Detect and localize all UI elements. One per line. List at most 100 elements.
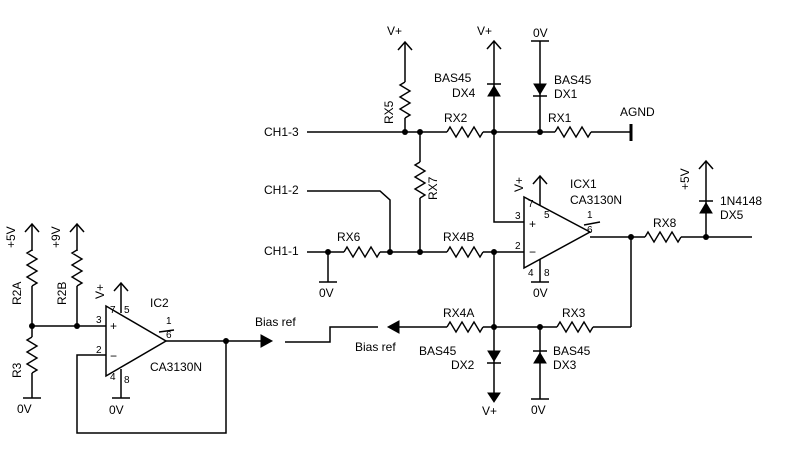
rx1-resistor — [554, 126, 592, 138]
vplus-label: V+ — [477, 24, 492, 38]
dx2-label: DX2 — [451, 358, 475, 372]
r3-label: R3 — [10, 362, 24, 378]
dx1-part-label: BAS45 — [554, 73, 592, 87]
junction — [29, 323, 35, 329]
svg-text:6: 6 — [587, 225, 593, 236]
ch1-3-label: CH1-3 — [264, 125, 299, 139]
svg-text:4: 4 — [528, 268, 534, 279]
r3-resistor — [26, 336, 38, 374]
svg-text:2: 2 — [515, 241, 521, 252]
rx6-label: RX6 — [337, 230, 361, 244]
junction — [74, 323, 80, 329]
rx7-label: RX7 — [426, 176, 440, 200]
supply-plus5v-dx5: +5V — [678, 160, 714, 237]
dx5-label: DX5 — [720, 208, 744, 222]
svg-text:7: 7 — [110, 305, 116, 316]
rx4b-label: RX4B — [443, 230, 474, 244]
svg-text:5: 5 — [124, 305, 130, 316]
rx5-label: RX5 — [382, 100, 396, 124]
rx3-label: RX3 — [562, 306, 586, 320]
svg-text:7: 7 — [528, 199, 534, 210]
svg-text:4: 4 — [110, 372, 116, 383]
rx4b-resistor — [446, 246, 484, 258]
dx1-diode — [533, 83, 547, 97]
zero-v-label: 0V — [109, 403, 124, 417]
svg-text:8: 8 — [544, 268, 550, 279]
r2a-label: R2A — [10, 282, 24, 305]
minus-sign: − — [110, 349, 117, 363]
rx2-label: RX2 — [444, 111, 468, 125]
svg-text:8: 8 — [124, 375, 130, 386]
ch1-1-label: CH1-1 — [264, 244, 299, 258]
plus5v-label: +5V — [678, 168, 692, 190]
svg-text:5: 5 — [544, 210, 550, 221]
plus-sign: + — [110, 319, 117, 333]
supply-plus9v-r2b: +9V — [49, 223, 85, 251]
agnd-label: AGND — [620, 105, 655, 119]
ch1-2-wire — [318, 190, 391, 252]
dx4-part-label: BAS45 — [434, 71, 472, 85]
supply-0v-dx1: 0V — [531, 26, 549, 132]
bias-ref-arrow-in — [386, 320, 400, 334]
vplus-label: V+ — [512, 177, 526, 192]
r2b-label: R2B — [55, 282, 69, 305]
dx4-label: DX4 — [452, 86, 476, 100]
dx2-part-label: BAS45 — [419, 344, 457, 358]
icx1-label: ICX1 — [570, 177, 597, 191]
minus-sign: − — [529, 245, 536, 259]
zero-v-label: 0V — [319, 286, 334, 300]
icx1-part-label: CA3130N — [570, 193, 622, 207]
bias-ref-arrow-out — [260, 334, 274, 348]
bias-ref-label-left: Bias ref — [255, 315, 296, 329]
ic2-feedback-wire — [76, 341, 227, 434]
junction — [417, 249, 423, 255]
rx2-resistor — [446, 126, 484, 138]
rx5-resistor — [399, 81, 411, 119]
rx4a-label: RX4A — [443, 306, 474, 320]
rx8-label: RX8 — [653, 216, 677, 230]
zero-v-label: 0V — [531, 403, 546, 417]
ch1-3-input: CH1-3 — [264, 125, 318, 139]
rx7-resistor — [414, 161, 426, 199]
rx3-resistor — [556, 321, 594, 333]
ic2-label: IC2 — [150, 296, 169, 310]
dx3-diode — [533, 350, 547, 364]
junction — [387, 249, 393, 255]
dx3-label: DX3 — [553, 358, 577, 372]
dx4-diode — [487, 83, 501, 97]
r2a-resistor — [26, 249, 38, 287]
vplus-arrow-down — [487, 392, 501, 403]
zero-v-label: 0V — [533, 286, 548, 300]
r2b-resistor — [71, 249, 83, 287]
supply-plus5v-r2a: +5V — [4, 223, 40, 251]
ic2-opamp: + − 3 2 1 6 7 5 4 8 — [96, 304, 172, 386]
svg-text:6: 6 — [166, 330, 172, 341]
icx1-opamp: + − 3 2 1 6 7 5 4 8 — [515, 195, 593, 279]
dx2-diode — [487, 350, 501, 364]
plus9v-label: +9V — [49, 226, 63, 248]
dx3-part-label: BAS45 — [553, 344, 591, 358]
svg-text:1: 1 — [166, 316, 172, 327]
dx1-label: DX1 — [554, 87, 578, 101]
vplus-label: V+ — [482, 404, 497, 418]
dx5-diode — [699, 200, 713, 214]
plus5v-label: +5V — [4, 226, 18, 248]
rx4a-resistor — [446, 321, 484, 333]
vplus-label: V+ — [93, 284, 107, 299]
svg-text:2: 2 — [96, 345, 102, 356]
ic2-part-label: CA3130N — [150, 360, 202, 374]
rx8-resistor — [644, 231, 682, 243]
svg-text:1: 1 — [587, 210, 593, 221]
supply-vplus-dx4: V+ — [477, 24, 502, 132]
rx1-label: RX1 — [548, 111, 572, 125]
dx5-part-label: 1N4148 — [720, 194, 762, 208]
bias-ref-label-right: Bias ref — [355, 340, 396, 354]
svg-text:3: 3 — [515, 211, 521, 222]
ch1-2-label: CH1-2 — [264, 183, 299, 197]
svg-text:3: 3 — [96, 315, 102, 326]
supply-vplus-rx5: V+ — [387, 24, 413, 82]
zero-v-label: 0V — [17, 402, 32, 416]
vplus-label: V+ — [387, 24, 402, 38]
plus-sign: + — [529, 217, 536, 231]
